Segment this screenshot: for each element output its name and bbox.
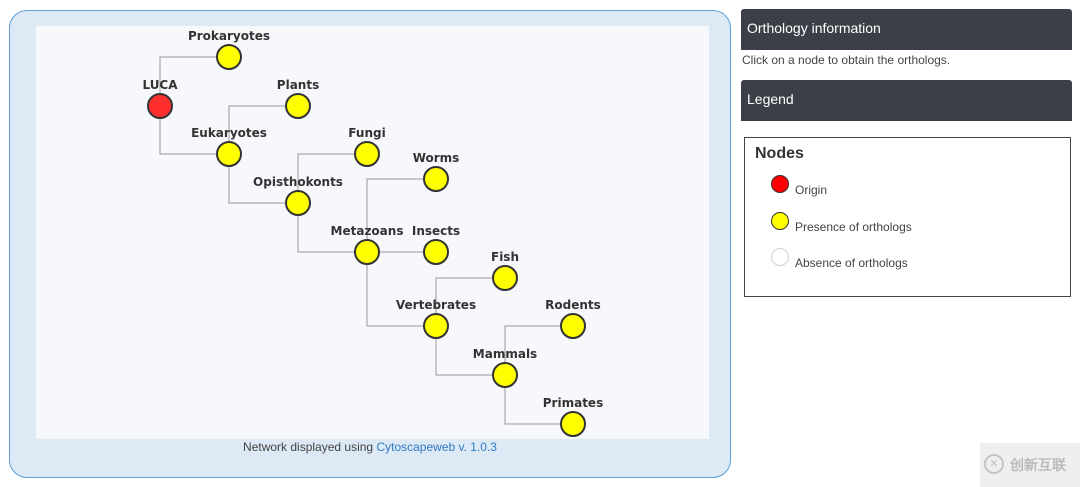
node-label-prokaryotes: Prokaryotes bbox=[188, 29, 270, 43]
orthology-header-label: Orthology information bbox=[747, 20, 881, 36]
node-worms[interactable] bbox=[423, 166, 449, 192]
node-luca[interactable] bbox=[147, 93, 173, 119]
edge-eukaryotes-plants bbox=[228, 105, 298, 154]
legend-header: Legend bbox=[741, 80, 1072, 121]
orthology-header: Orthology information bbox=[741, 9, 1072, 50]
edge-metazoans-worms bbox=[366, 178, 436, 252]
legend-item-label: Presence of orthologs bbox=[795, 220, 912, 234]
node-metazoans[interactable] bbox=[354, 239, 380, 265]
node-label-metazoans: Metazoans bbox=[331, 224, 404, 238]
node-plants[interactable] bbox=[285, 93, 311, 119]
edge-vertebrates-mammals bbox=[435, 326, 505, 376]
edge-mammals-primates bbox=[504, 375, 573, 425]
edge-opisthokonts-fungi bbox=[297, 153, 367, 203]
node-label-mammals: Mammals bbox=[473, 347, 537, 361]
edge-metazoans-vertebrates bbox=[366, 252, 436, 327]
yellow-circle-icon bbox=[771, 212, 789, 230]
node-label-insects: Insects bbox=[412, 224, 460, 238]
legend-header-label: Legend bbox=[747, 91, 794, 107]
legend-item-label: Absence of orthologs bbox=[795, 256, 908, 270]
legend-item-label: Origin bbox=[795, 183, 828, 197]
watermark-logo-icon: ✕ bbox=[984, 454, 1004, 474]
edge-luca-eukaryotes bbox=[159, 106, 229, 155]
node-insects[interactable] bbox=[423, 239, 449, 265]
node-label-luca: LUCA bbox=[142, 78, 178, 92]
node-fish[interactable] bbox=[492, 265, 518, 291]
node-vertebrates[interactable] bbox=[423, 313, 449, 339]
node-label-fish: Fish bbox=[491, 250, 519, 264]
node-rodents[interactable] bbox=[560, 313, 586, 339]
node-label-vertebrates: Vertebrates bbox=[396, 298, 476, 312]
white-circle-icon bbox=[771, 248, 789, 266]
edge-vertebrates-fish bbox=[435, 277, 505, 326]
edge-luca-prokaryotes bbox=[159, 56, 229, 106]
node-label-opisthokonts: Opisthokonts bbox=[253, 175, 343, 189]
watermark: ✕ 创新互联 bbox=[980, 443, 1080, 487]
legend-box: Nodes Origin Presence of orthologs Absen… bbox=[744, 137, 1071, 297]
red-circle-icon bbox=[771, 175, 789, 193]
cytoscapeweb-link[interactable]: Cytoscapeweb v. 1.0.3 bbox=[376, 440, 497, 454]
node-fungi[interactable] bbox=[354, 141, 380, 167]
edge-eukaryotes-opisthokonts bbox=[228, 154, 298, 204]
node-mammals[interactable] bbox=[492, 362, 518, 388]
node-primates[interactable] bbox=[560, 411, 586, 437]
watermark-text: 创新互联 bbox=[1010, 457, 1066, 473]
node-opisthokonts[interactable] bbox=[285, 190, 311, 216]
legend-title: Nodes bbox=[755, 145, 804, 162]
node-label-plants: Plants bbox=[277, 78, 319, 92]
edge-mammals-rodents bbox=[504, 325, 573, 375]
node-label-primates: Primates bbox=[543, 396, 603, 410]
network-footer: Network displayed using Cytoscapeweb v. … bbox=[10, 440, 730, 454]
node-eukaryotes[interactable] bbox=[216, 141, 242, 167]
node-label-eukaryotes: Eukaryotes bbox=[191, 126, 267, 140]
node-label-rodents: Rodents bbox=[545, 298, 601, 312]
footer-text: Network displayed using bbox=[243, 440, 374, 454]
orthology-instructions: Click on a node to obtain the orthologs. bbox=[742, 53, 951, 67]
edge-opisthokonts-metazoans bbox=[297, 203, 367, 253]
node-label-worms: Worms bbox=[413, 151, 460, 165]
node-label-fungi: Fungi bbox=[348, 126, 385, 140]
node-prokaryotes[interactable] bbox=[216, 44, 242, 70]
